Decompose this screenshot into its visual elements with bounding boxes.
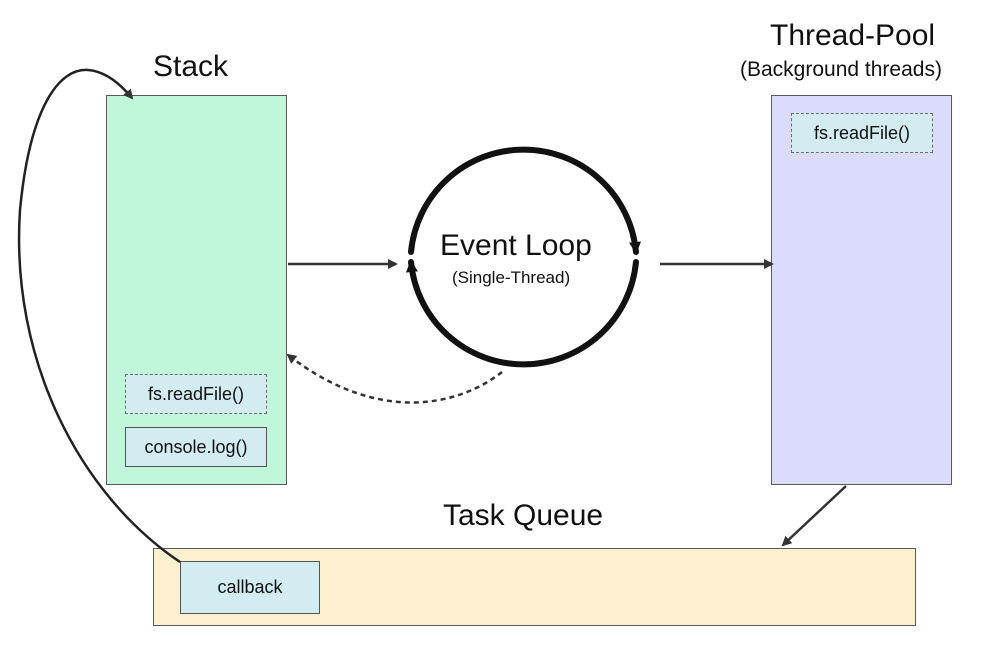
thread-pool-item-fs-readfile: fs.readFile() xyxy=(791,113,933,153)
task-queue-title: Task Queue xyxy=(443,499,604,532)
event-loop-subtitle: (Single-Thread) xyxy=(452,268,571,287)
thread-pool-panel xyxy=(771,95,952,485)
stack-title: Stack xyxy=(153,50,229,83)
thread-pool-subtitle: (Background threads) xyxy=(740,58,942,81)
thread-pool-title: Thread-Pool xyxy=(770,19,936,52)
pool-to-queue-arrow xyxy=(781,485,847,547)
stack-item-console-log: console.log() xyxy=(125,427,267,467)
task-queue-item-callback: callback xyxy=(180,561,320,614)
loop-to-stack-dashed-arrow xyxy=(286,353,503,404)
event-loop-title: Event Loop xyxy=(440,229,592,262)
stack-item-fs-readfile: fs.readFile() xyxy=(125,374,267,414)
